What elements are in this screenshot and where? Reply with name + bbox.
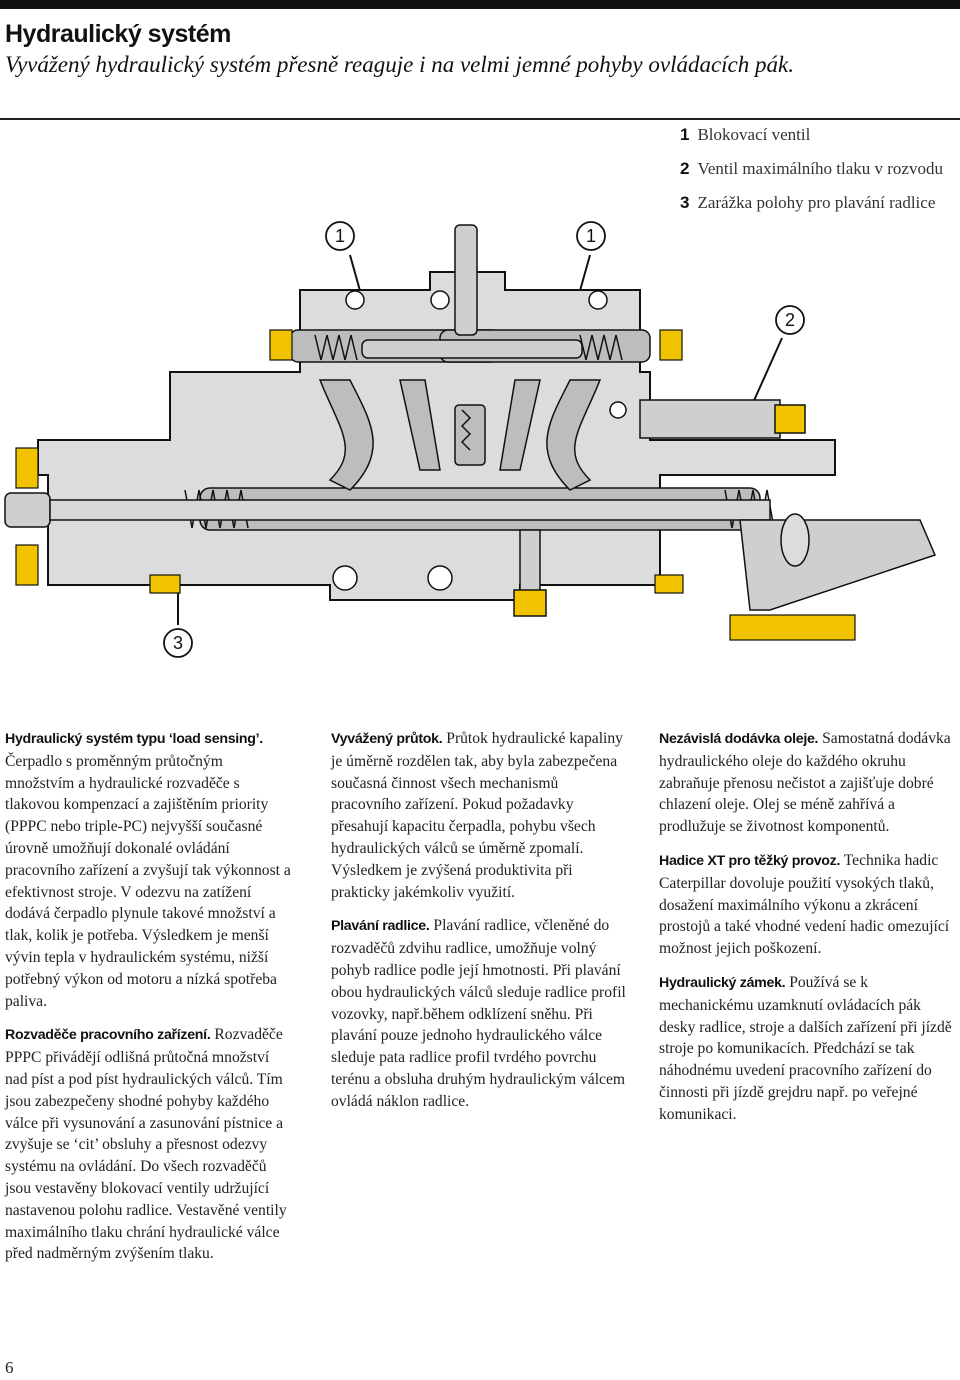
paragraph: Rozvaděče pracovního zařízení. Rozvaděče… <box>5 1026 287 1263</box>
paragraph: Vyvážený průtok. Průtok hydraulické kapa… <box>331 730 623 901</box>
hydraulic-valve-diagram: 1 1 2 3 <box>4 221 937 658</box>
header-divider <box>0 118 960 120</box>
callout-1-left: 1 <box>335 226 345 246</box>
text-column-2: Vyvážený průtok. Průtok hydraulické kapa… <box>331 728 631 1125</box>
text-column-3: Nezávislá dodávka oleje. Samostatná dodá… <box>659 728 954 1138</box>
paragraph: Nezávislá dodávka oleje. Samostatná dodá… <box>659 730 951 836</box>
callout-1-right: 1 <box>586 226 596 246</box>
page-title: Hydraulický systém <box>5 20 231 48</box>
paragraph: Hadice XT pro těžký provoz. Technika had… <box>659 851 950 958</box>
paragraph: Hydraulický zámek. Používá se k mechanic… <box>659 973 952 1123</box>
paragraph: Hydraulický systém typu ‘load sensing’. … <box>5 731 291 1010</box>
paragraph: Plavání radlice. Plavání radlice, včleně… <box>331 917 626 1110</box>
callout-3: 3 <box>173 633 183 653</box>
text-column-1: Hydraulický systém typu ‘load sensing’. … <box>5 728 295 1277</box>
page-subtitle: Vyvážený hydraulický systém přesně reagu… <box>5 52 794 77</box>
page-number: 6 <box>5 1358 14 1377</box>
top-rule <box>0 0 960 9</box>
callout-2: 2 <box>785 310 795 330</box>
